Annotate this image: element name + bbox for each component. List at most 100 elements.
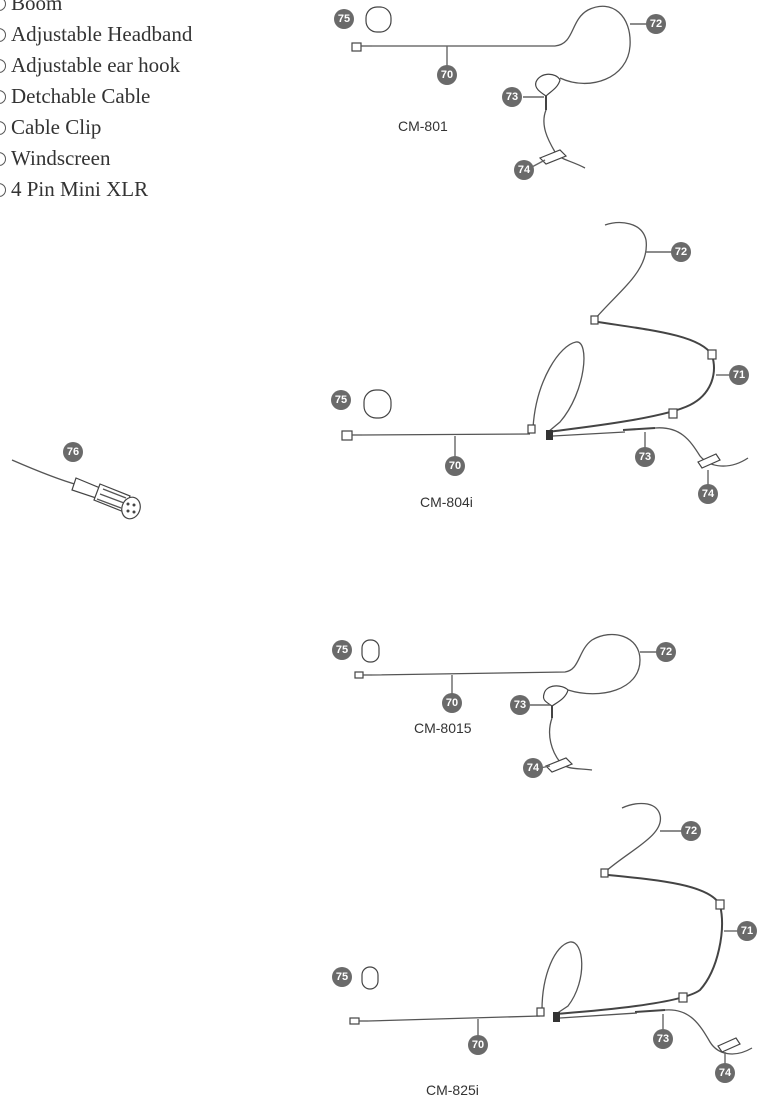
rear-ear-hook-wire	[604, 802, 661, 873]
svg-text:75: 75	[335, 394, 347, 406]
callout-badge-72: 72	[671, 242, 691, 262]
svg-text:70: 70	[446, 697, 458, 709]
xlr-grip-lines	[96, 488, 127, 509]
callout-badge-72: 72	[656, 642, 676, 662]
callout-badge-75: 75	[332, 967, 352, 987]
windscreen-part	[361, 639, 380, 663]
callout-badge-70: 70	[437, 65, 457, 85]
headband-slider-part	[715, 899, 725, 910]
windscreen-part	[365, 6, 392, 33]
callout-badge-70: 70	[445, 456, 465, 476]
callout-badge-73: 73	[635, 447, 655, 467]
svg-text:75: 75	[336, 971, 348, 983]
svg-text:72: 72	[675, 246, 687, 258]
svg-text:73: 73	[657, 1033, 669, 1045]
svg-text:71: 71	[741, 925, 753, 937]
callout-badge-71: 71	[737, 921, 757, 941]
callout-badge-74: 74	[523, 758, 543, 778]
headset-cm-804i: 75 72 71 70 73 74	[331, 222, 749, 504]
legend-item-headband: Adjustable Headband	[0, 19, 192, 50]
svg-text:73: 73	[639, 451, 651, 463]
svg-text:72: 72	[660, 646, 672, 658]
svg-text:73: 73	[514, 699, 526, 711]
boom-clamp-part	[553, 1012, 560, 1022]
boom-and-ear-hook-wire	[372, 5, 631, 85]
ear-hook-pad-part	[535, 73, 561, 97]
detachable-cable-wire	[552, 427, 749, 467]
legend-item-cable-clip: Cable Clip	[0, 112, 192, 143]
boom-clamp-part	[546, 430, 553, 440]
svg-text:75: 75	[336, 644, 348, 656]
legend-item-windscreen: Windscreen	[0, 143, 192, 174]
windscreen-part	[361, 966, 379, 990]
mic-capsule-part	[349, 1017, 360, 1025]
adjustable-headband-wire	[547, 321, 715, 433]
model-label-cm-804i: CM-804i	[420, 494, 473, 510]
rear-ear-hook-wire	[594, 222, 647, 320]
svg-text:70: 70	[441, 69, 453, 81]
hook-joint-part	[536, 1007, 545, 1017]
headband-slider-part	[668, 408, 678, 419]
cable-connector-part	[622, 427, 656, 431]
cable-clip-part	[544, 757, 574, 773]
adjustable-headband-wire	[555, 874, 723, 1015]
ear-hook-pad-part	[542, 685, 569, 707]
svg-text:71: 71	[733, 369, 745, 381]
callout-badge-71: 71	[729, 365, 749, 385]
hook-joint-part	[527, 424, 536, 434]
svg-text:73: 73	[506, 91, 518, 103]
front-ear-hook-wire	[541, 941, 583, 1015]
cable-clip-part	[717, 1037, 741, 1053]
callout-badge-73: 73	[510, 695, 530, 715]
hook-joint-part	[600, 868, 609, 878]
legend-item-mini-xlr: 4 Pin Mini XLR	[0, 174, 192, 205]
svg-text:75: 75	[338, 13, 350, 25]
callout-badge-70: 70	[468, 1035, 488, 1055]
mic-capsule-part	[354, 671, 364, 679]
svg-text:74: 74	[527, 762, 540, 774]
headband-slider-part	[707, 349, 717, 360]
callout-badge-75: 75	[334, 9, 354, 29]
headset-cm-825i: 75 72 71 70 73 74	[332, 802, 757, 1083]
legend-item-cable: Detchable Cable	[0, 81, 192, 112]
callout-badge-73: 73	[502, 87, 522, 107]
svg-text:76: 76	[67, 446, 79, 458]
callout-badge-75: 75	[331, 390, 351, 410]
cable-clip-part	[697, 453, 721, 469]
mic-capsule-part	[341, 430, 353, 441]
callout-badge-72: 72	[681, 821, 701, 841]
model-label-cm-8015: CM-8015	[414, 720, 472, 736]
hook-joint-part	[590, 315, 599, 325]
boom-wire	[367, 1015, 541, 1022]
mic-capsule-part	[351, 42, 362, 52]
svg-text:72: 72	[650, 18, 662, 30]
svg-text:74: 74	[702, 488, 715, 500]
headset-cm-801: 75 72 70 73 74	[334, 5, 666, 180]
callout-badge-74: 74	[715, 1063, 735, 1083]
headset-cm-8015: 75 72 70 73 74	[332, 633, 676, 778]
parts-legend: Boom Adjustable Headband Adjustable ear …	[0, 0, 192, 205]
legend-item-ear-hook: Adjustable ear hook	[0, 50, 192, 81]
windscreen-part	[363, 389, 392, 419]
callout-badge-74: 74	[514, 160, 534, 180]
headband-slider-part	[678, 992, 688, 1003]
callout-badge-74: 74	[698, 484, 718, 504]
xlr-face-part	[121, 496, 141, 520]
cable-connector-part	[634, 1009, 666, 1013]
boom-wire	[361, 433, 531, 436]
callout-badge-70: 70	[442, 693, 462, 713]
callout-badge-72: 72	[646, 14, 666, 34]
callout-badge-73: 73	[653, 1029, 673, 1049]
legend-item-boom: Boom	[0, 0, 192, 19]
svg-text:72: 72	[685, 825, 697, 837]
svg-text:70: 70	[472, 1039, 484, 1051]
callout-badge-75: 75	[332, 640, 352, 660]
svg-text:74: 74	[719, 1067, 732, 1079]
callout-badge-76: 76	[63, 442, 83, 462]
front-ear-hook-wire	[532, 341, 585, 433]
svg-text:74: 74	[518, 164, 531, 176]
xlr-cable-wire	[11, 459, 79, 486]
mini-xlr-connector: 76	[11, 442, 141, 520]
cable-clip-part	[538, 149, 568, 165]
